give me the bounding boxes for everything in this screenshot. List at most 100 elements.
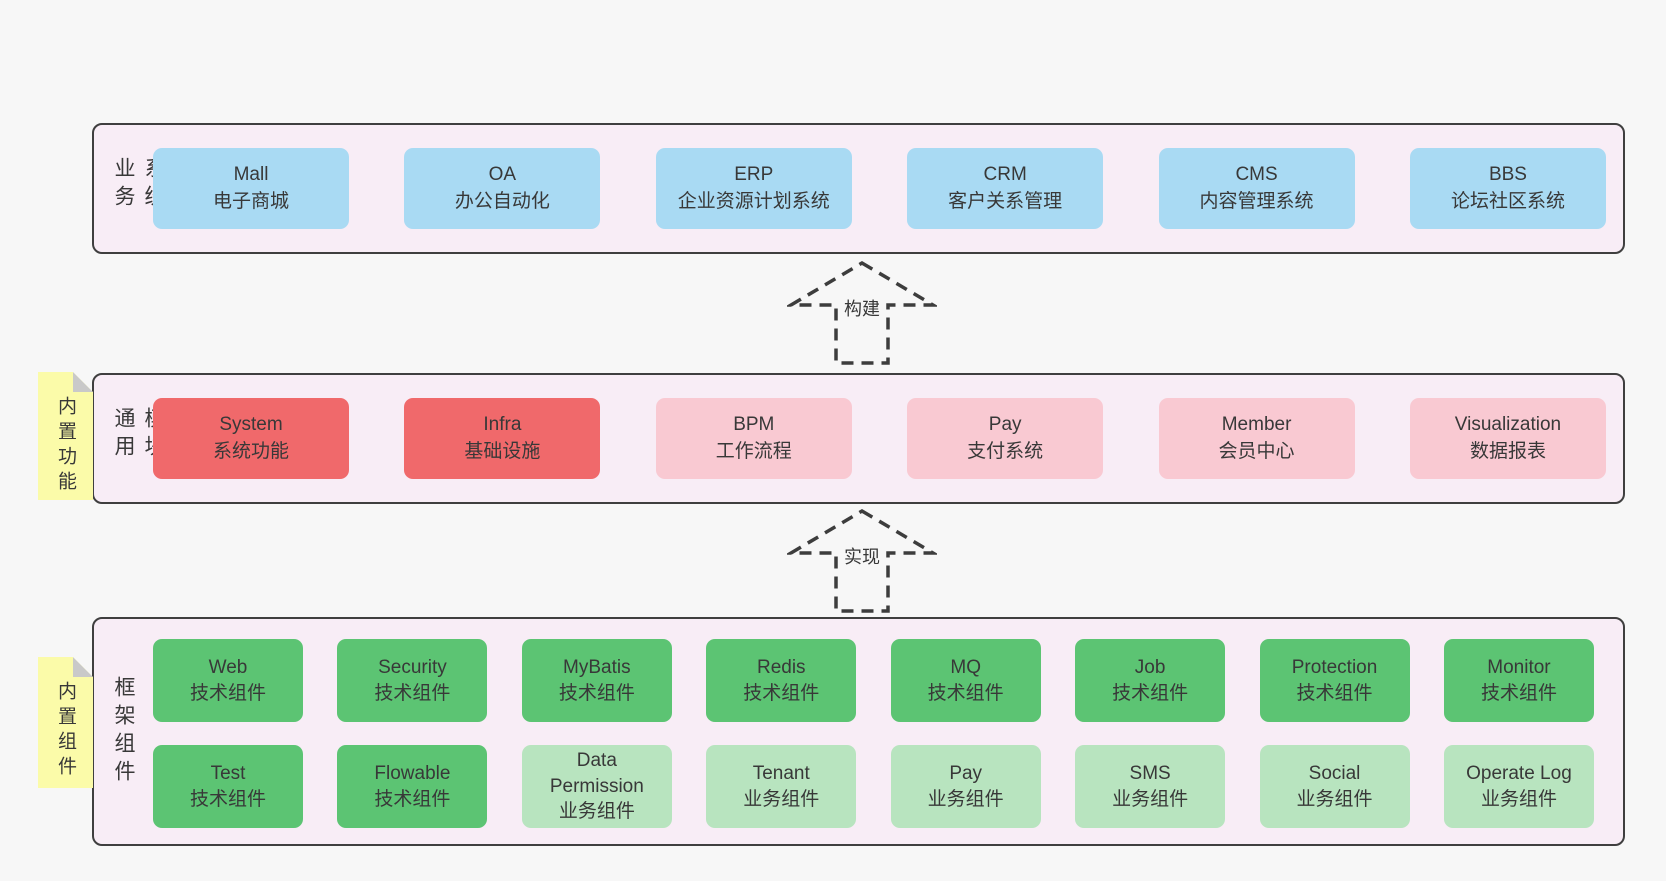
note-fold-corner-icon [73, 657, 93, 677]
node-system: System 系统功能 [153, 398, 349, 479]
arrow-implement: 实现 [787, 508, 937, 614]
node-subtitle: 内容管理系统 [1199, 190, 1314, 212]
node-subtitle: 基础设施 [464, 440, 541, 462]
node-title: SMS [1129, 762, 1171, 784]
layer-business-systems: 业务系统 Mall 电子商城 OA 办公自动化 ERP 企业资源计划系统 CRM… [92, 123, 1625, 254]
node-subtitle: 工作流程 [715, 440, 792, 462]
sticky-note-built-in-features: 内置功能 [38, 372, 93, 500]
node-infra: Infra 基础设施 [404, 398, 601, 479]
arrow-implement-label: 实现 [840, 542, 884, 570]
node-subtitle: 论坛社区系统 [1450, 190, 1565, 212]
node-crm: CRM 客户关系管理 [907, 148, 1104, 229]
node-web: Web 技术组件 [153, 639, 303, 722]
node-subtitle: 办公自动化 [454, 190, 550, 212]
node-cms: CMS 内容管理系统 [1158, 148, 1355, 229]
node-mall: Mall 电子商城 [153, 148, 349, 229]
node-title: BPM [733, 413, 775, 435]
node-sms: SMS 业务组件 [1075, 745, 1226, 828]
node-title: Redis [756, 656, 806, 678]
node-subtitle: 技术组件 [374, 788, 451, 810]
arrow-build: 构建 [787, 260, 937, 366]
node-subtitle: 技术组件 [1296, 682, 1373, 704]
node-subtitle: 业务组件 [1112, 788, 1189, 810]
node-bpm: BPM 工作流程 [655, 398, 852, 479]
node-monitor: Monitor 技术组件 [1443, 639, 1594, 722]
node-title: CMS [1235, 163, 1278, 185]
node-member: Member 会员中心 [1158, 398, 1355, 479]
node-title: Visualization [1454, 413, 1562, 435]
node-title: Flowable [374, 762, 451, 784]
node-title: Data Permission [549, 750, 644, 797]
node-mybatis: MyBatis 技术组件 [521, 639, 672, 722]
node-title: Web [208, 656, 248, 678]
node-subtitle: 技术组件 [374, 682, 451, 704]
node-operate-log: Operate Log 业务组件 [1443, 745, 1594, 828]
note-fold-corner-icon [73, 372, 93, 392]
node-subtitle: 技术组件 [189, 682, 266, 704]
up-arrow-icon [787, 260, 937, 365]
node-title: Operate Log [1466, 762, 1572, 784]
node-subtitle: 数据报表 [1469, 440, 1546, 462]
node-title: System [219, 413, 283, 435]
node-title: Member [1221, 413, 1292, 435]
node-data-permission: Data Permission 业务组件 [521, 745, 672, 828]
node-flowable: Flowable 技术组件 [337, 745, 488, 828]
node-subtitle: 业务组件 [927, 788, 1004, 810]
framework-components-row-2: Test 技术组件 Flowable 技术组件 Data Permission … [153, 745, 1594, 828]
node-redis: Redis 技术组件 [706, 639, 857, 722]
node-subtitle: 技术组件 [189, 788, 266, 810]
node-subtitle: 技术组件 [1112, 682, 1189, 704]
node-mq: MQ 技术组件 [890, 639, 1041, 722]
sticky-note-text: 内置组件 [55, 681, 76, 781]
node-subtitle: 业务组件 [1296, 788, 1373, 810]
node-title: MQ [950, 656, 981, 678]
node-bbs: BBS 论坛社区系统 [1409, 148, 1606, 229]
node-title: CRM [983, 163, 1027, 185]
node-pay-system: Pay 支付系统 [907, 398, 1104, 479]
layer-common-modules: 通用模块 System 系统功能 Infra 基础设施 BPM 工作流程 Pay… [92, 373, 1625, 504]
node-subtitle: 客户关系管理 [948, 190, 1063, 212]
node-visualization: Visualization 数据报表 [1409, 398, 1606, 479]
node-title: Protection [1291, 656, 1378, 678]
node-job: Job 技术组件 [1075, 639, 1226, 722]
node-title: Monitor [1487, 656, 1551, 678]
node-protection: Protection 技术组件 [1259, 639, 1410, 722]
node-title: BBS [1488, 163, 1527, 185]
layer-label-framework-components: 框架组件 [112, 675, 135, 788]
node-title: OA [488, 163, 517, 185]
node-title: Mall [233, 163, 269, 185]
node-subtitle: 电子商城 [212, 190, 289, 212]
node-title: Infra [483, 413, 522, 435]
node-title: Security [378, 656, 447, 678]
node-title: MyBatis [563, 656, 631, 678]
business-systems-row: Mall 电子商城 OA 办公自动化 ERP 企业资源计划系统 CRM 客户关系… [153, 125, 1606, 252]
sticky-note-text: 内置功能 [55, 396, 76, 496]
node-erp: ERP 企业资源计划系统 [655, 148, 852, 229]
framework-components-row-1: Web 技术组件 Security 技术组件 MyBatis 技术组件 Redi… [153, 639, 1594, 722]
common-modules-row: System 系统功能 Infra 基础设施 BPM 工作流程 Pay 支付系统… [153, 375, 1606, 502]
node-title: Pay [949, 762, 983, 784]
node-subtitle: 技术组件 [743, 682, 820, 704]
node-pay-component: Pay 业务组件 [890, 745, 1041, 828]
node-subtitle: 业务组件 [1480, 788, 1557, 810]
node-subtitle: 企业资源计划系统 [677, 190, 830, 212]
node-title: ERP [734, 163, 774, 185]
node-subtitle: 技术组件 [927, 682, 1004, 704]
node-subtitle: 会员中心 [1218, 440, 1295, 462]
node-title: Test [210, 762, 246, 784]
node-title: Social [1308, 762, 1361, 784]
node-tenant: Tenant 业务组件 [706, 745, 857, 828]
node-subtitle: 技术组件 [558, 682, 635, 704]
sticky-note-built-in-components: 内置组件 [38, 657, 93, 788]
node-subtitle: 支付系统 [967, 440, 1044, 462]
node-subtitle: 业务组件 [743, 788, 820, 810]
node-security: Security 技术组件 [337, 639, 488, 722]
node-oa: OA 办公自动化 [404, 148, 601, 229]
node-title: Pay [988, 413, 1022, 435]
layer-framework-components: 框架组件 Web 技术组件 Security 技术组件 MyBatis 技术组件… [92, 617, 1625, 846]
node-title: Tenant [752, 762, 810, 784]
arrow-build-label: 构建 [840, 294, 884, 322]
node-subtitle: 技术组件 [1480, 682, 1557, 704]
node-title: Job [1134, 656, 1166, 678]
